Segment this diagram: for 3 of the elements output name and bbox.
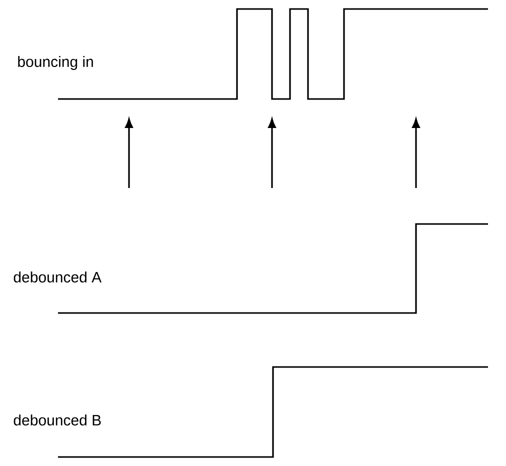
signal-label: debounced A (14, 272, 102, 282)
signal-label: debounced B (14, 414, 101, 426)
signal-label: bouncing in (18, 56, 93, 70)
